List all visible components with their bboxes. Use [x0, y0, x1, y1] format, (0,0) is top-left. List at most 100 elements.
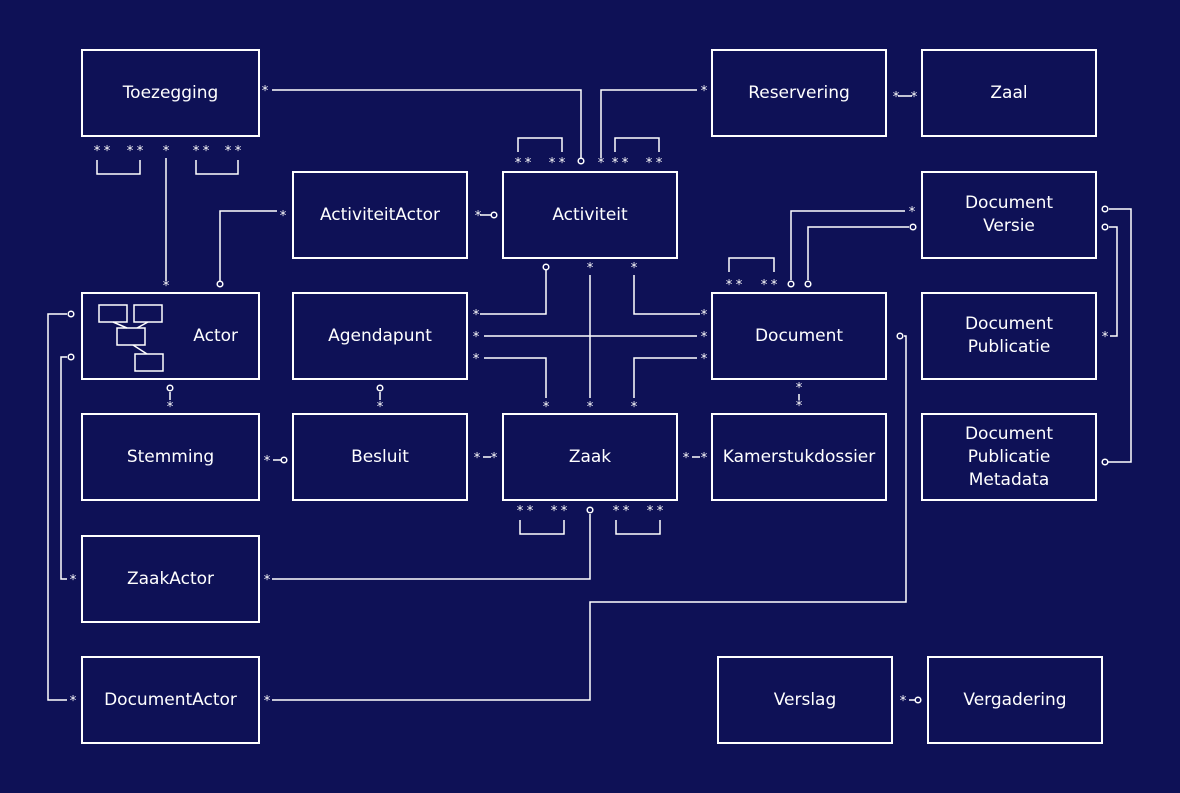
cardinality-many-marker: *: [910, 90, 918, 105]
entity-label: Zaal: [990, 82, 1028, 103]
cardinality-many-marker: *: [516, 504, 524, 519]
cardinality-many-marker: *: [586, 261, 594, 276]
cardinality-one-marker: [490, 211, 498, 219]
relationship-line: [807, 226, 909, 280]
cardinality-many-marker: *: [162, 144, 170, 159]
cardinality-many-marker: *: [263, 573, 271, 588]
relationship-line: [480, 270, 547, 315]
entity-zaak[interactable]: Zaak: [502, 413, 678, 501]
entity-activiteit[interactable]: Activiteit: [502, 171, 678, 259]
cardinality-one-marker: [896, 332, 904, 340]
entity-document[interactable]: Document: [711, 292, 887, 380]
entity-zaakactor[interactable]: ZaakActor: [81, 535, 260, 623]
cardinality-one-marker: [376, 384, 384, 392]
cardinality-many-marker: *: [899, 694, 907, 709]
cardinality-many-marker: *: [558, 156, 566, 171]
cardinality-one-marker: [577, 157, 585, 165]
cardinality-many-marker: *: [760, 278, 768, 293]
entity-label: Stemming: [126, 446, 215, 467]
relationship-line: [272, 335, 907, 701]
cardinality-many-marker: *: [526, 504, 534, 519]
entity-activiteitactor[interactable]: ActiviteitActor: [292, 171, 468, 259]
cardinality-one-marker: [1101, 223, 1109, 231]
cardinality-many-marker: *: [700, 330, 708, 345]
cardinality-many-marker: *: [202, 144, 210, 159]
entity-label: Zaak: [568, 446, 612, 467]
entity-zaal[interactable]: Zaal: [921, 49, 1097, 137]
cardinality-one-marker: [804, 280, 812, 288]
cardinality-many-marker: *: [472, 308, 480, 323]
cardinality-many-marker: *: [621, 156, 629, 171]
relationship-line: [790, 210, 905, 280]
cardinality-many-marker: *: [162, 279, 170, 294]
entity-document-versie[interactable]: Document Versie: [921, 171, 1097, 259]
relationship-line: [60, 356, 67, 580]
entity-verslag[interactable]: Verslag: [717, 656, 893, 744]
cardinality-many-marker: *: [735, 278, 743, 293]
cardinality-many-marker: *: [472, 352, 480, 367]
entity-label: Besluit: [351, 446, 409, 467]
cardinality-many-marker: *: [770, 278, 778, 293]
entity-stemming[interactable]: Stemming: [81, 413, 260, 501]
entity-documentactor[interactable]: DocumentActor: [81, 656, 260, 744]
entity-label: Reservering: [748, 82, 850, 103]
cardinality-one-marker: [586, 506, 594, 514]
entity-reservering[interactable]: Reservering: [711, 49, 887, 137]
self-relationship-line: [614, 137, 660, 152]
cardinality-many-marker: *: [560, 504, 568, 519]
entity-document-publicatie[interactable]: Document Publicatie: [921, 292, 1097, 380]
cardinality-many-marker: *: [166, 400, 174, 415]
entity-actor[interactable]: Actor: [81, 292, 260, 380]
entity-label: Document Publicatie Metadata: [964, 423, 1054, 490]
cardinality-many-marker: *: [548, 156, 556, 171]
cardinality-one-marker: [1101, 205, 1109, 213]
entity-label: Agendapunt: [328, 325, 432, 346]
self-relationship-line: [96, 160, 141, 175]
cardinality-many-marker: *: [622, 504, 630, 519]
cardinality-many-marker: *: [126, 144, 134, 159]
self-relationship-line: [195, 160, 239, 175]
cardinality-many-marker: *: [524, 156, 532, 171]
entity-agendapunt[interactable]: Agendapunt: [292, 292, 468, 380]
self-relationship-line: [615, 520, 661, 535]
cardinality-many-marker: *: [136, 144, 144, 159]
entity-label: DocumentActor: [104, 689, 237, 710]
cardinality-many-marker: *: [1101, 330, 1109, 345]
entity-document-publicatie-metadata[interactable]: Document Publicatie Metadata: [921, 413, 1097, 501]
cardinality-many-marker: *: [279, 209, 287, 224]
cardinality-one-marker: [280, 456, 288, 464]
entity-label: Vergadering: [963, 689, 1067, 710]
entity-label: Document Publicatie: [964, 314, 1054, 357]
cardinality-many-marker: *: [795, 399, 803, 414]
relationship-line: [600, 89, 697, 158]
entity-toezegging[interactable]: Toezegging: [81, 49, 260, 137]
entity-kamerstukdossier[interactable]: Kamerstukdossier: [711, 413, 887, 501]
cardinality-many-marker: *: [700, 308, 708, 323]
entity-vergadering[interactable]: Vergadering: [927, 656, 1103, 744]
cardinality-one-marker: [166, 384, 174, 392]
cardinality-many-marker: *: [630, 400, 638, 415]
self-relationship-line: [517, 137, 563, 152]
cardinality-one-marker: [914, 696, 922, 704]
self-relationship-line: [728, 257, 775, 272]
cardinality-one-marker: [542, 263, 550, 271]
entity-label: Document: [754, 325, 844, 346]
relationship-line: [484, 357, 547, 398]
org-chart-icon: [98, 304, 164, 372]
relationship-line: [272, 89, 582, 158]
cardinality-one-marker: [909, 223, 917, 231]
cardinality-many-marker: *: [103, 144, 111, 159]
cardinality-many-marker: *: [611, 156, 619, 171]
entity-label: Kamerstukdossier: [722, 446, 876, 467]
relationship-line: [219, 210, 277, 281]
entity-besluit[interactable]: Besluit: [292, 413, 468, 501]
cardinality-many-marker: *: [514, 156, 522, 171]
cardinality-many-marker: *: [908, 205, 916, 220]
cardinality-one-marker: [216, 280, 224, 288]
cardinality-many-marker: *: [550, 504, 558, 519]
cardinality-many-marker: *: [700, 84, 708, 99]
relationship-line: [633, 275, 700, 315]
cardinality-many-marker: *: [656, 504, 664, 519]
